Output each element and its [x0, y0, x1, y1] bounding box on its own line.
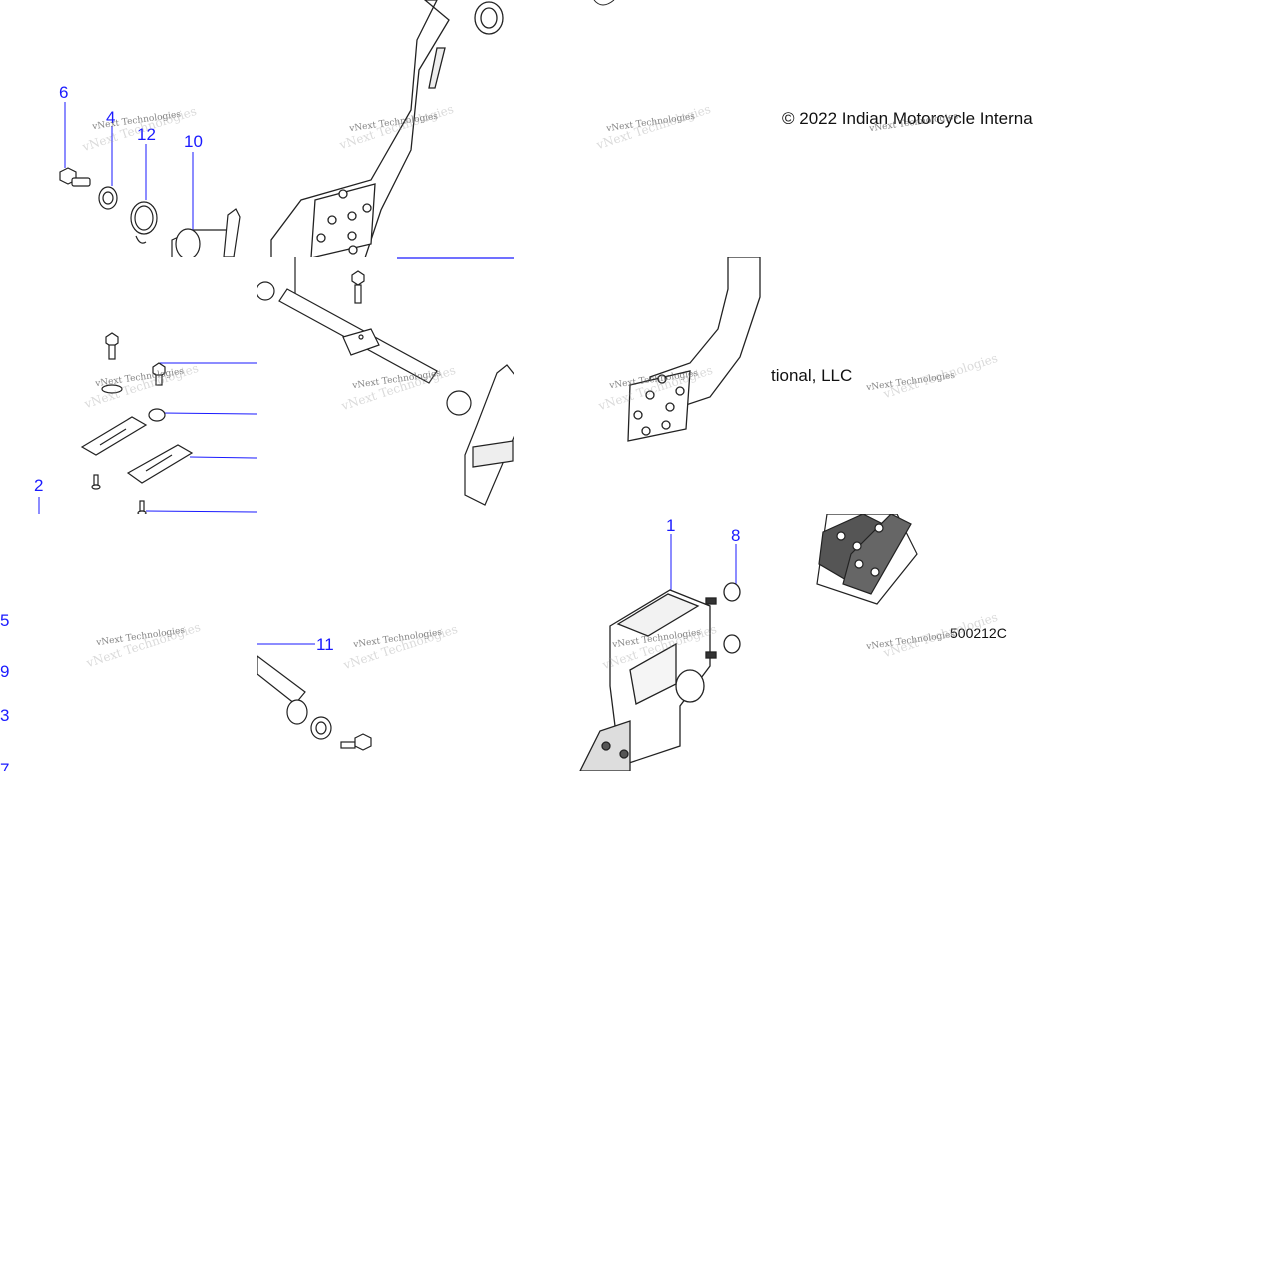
pedal-pad-art	[816, 514, 918, 605]
diagram-tile-r2c2: vNext Technologies vNext Technologies	[257, 257, 514, 514]
diagram-tile-r3c2: 11 vNext Technologies vNext Technologies	[257, 514, 514, 771]
copyright-text-cont: tional, LLC	[771, 366, 853, 385]
callout-4: 4	[106, 108, 116, 127]
callout-7: 7	[0, 760, 10, 771]
pivot-tube-art	[257, 643, 372, 751]
diagram-tile-r2c4: tional, LLC vNext Technologies vNext Tec…	[771, 257, 1028, 514]
diagram-tile-r1c4: © 2022 Indian Motorcycle Interna vNext T…	[771, 0, 1033, 257]
pedal-box-art	[579, 534, 741, 771]
diagram-tile-r2c1: 2 vNext Technologies vNext Technologies	[0, 257, 257, 514]
callout-1: 1	[666, 516, 676, 535]
diagram-tile-r3c4: 500212C vNext Technologies vNext Technol…	[771, 514, 1028, 771]
callout-11: 11	[316, 635, 334, 654]
pedal-shaft-art	[257, 257, 514, 506]
callout-9: 9	[0, 662, 10, 681]
callout-8: 8	[731, 526, 741, 545]
mounting-plate-art	[38, 332, 257, 514]
blank-art	[593, 0, 615, 6]
callout-6: 6	[59, 83, 69, 102]
diagram-tile-r3c3: 1 8 vNext Technologies vNext Technologie…	[514, 514, 771, 771]
pedal-arm-2-art	[627, 257, 761, 442]
callout-3: 3	[0, 706, 10, 725]
hardware-exploded-art	[59, 102, 241, 257]
diagram-tile-r1c1: 6 4 12 10 vNext Technologies vNext Techn…	[0, 0, 257, 257]
callout-2: 2	[34, 476, 44, 495]
diagram-tile-r1c2: vNext Technologies vNext Technologies	[257, 0, 514, 257]
callout-10: 10	[184, 132, 203, 151]
diagram-tile-r1c3: vNext Technologies vNext Technologies	[514, 0, 771, 257]
pedal-arm-art	[270, 0, 504, 257]
callout-5: 5	[0, 611, 10, 630]
copyright-text: © 2022 Indian Motorcycle Interna	[782, 109, 1033, 128]
diagram-id: 500212C	[950, 625, 1007, 641]
watermark-faint: vNext Technologies	[881, 350, 1000, 402]
callout-12: 12	[137, 125, 156, 144]
diagram-tile-r3c1: 5 9 3 7 vNext Technologies vNext Technol…	[0, 514, 257, 771]
diagram-tile-r2c3: vNext Technologies vNext Technologies	[514, 257, 771, 514]
